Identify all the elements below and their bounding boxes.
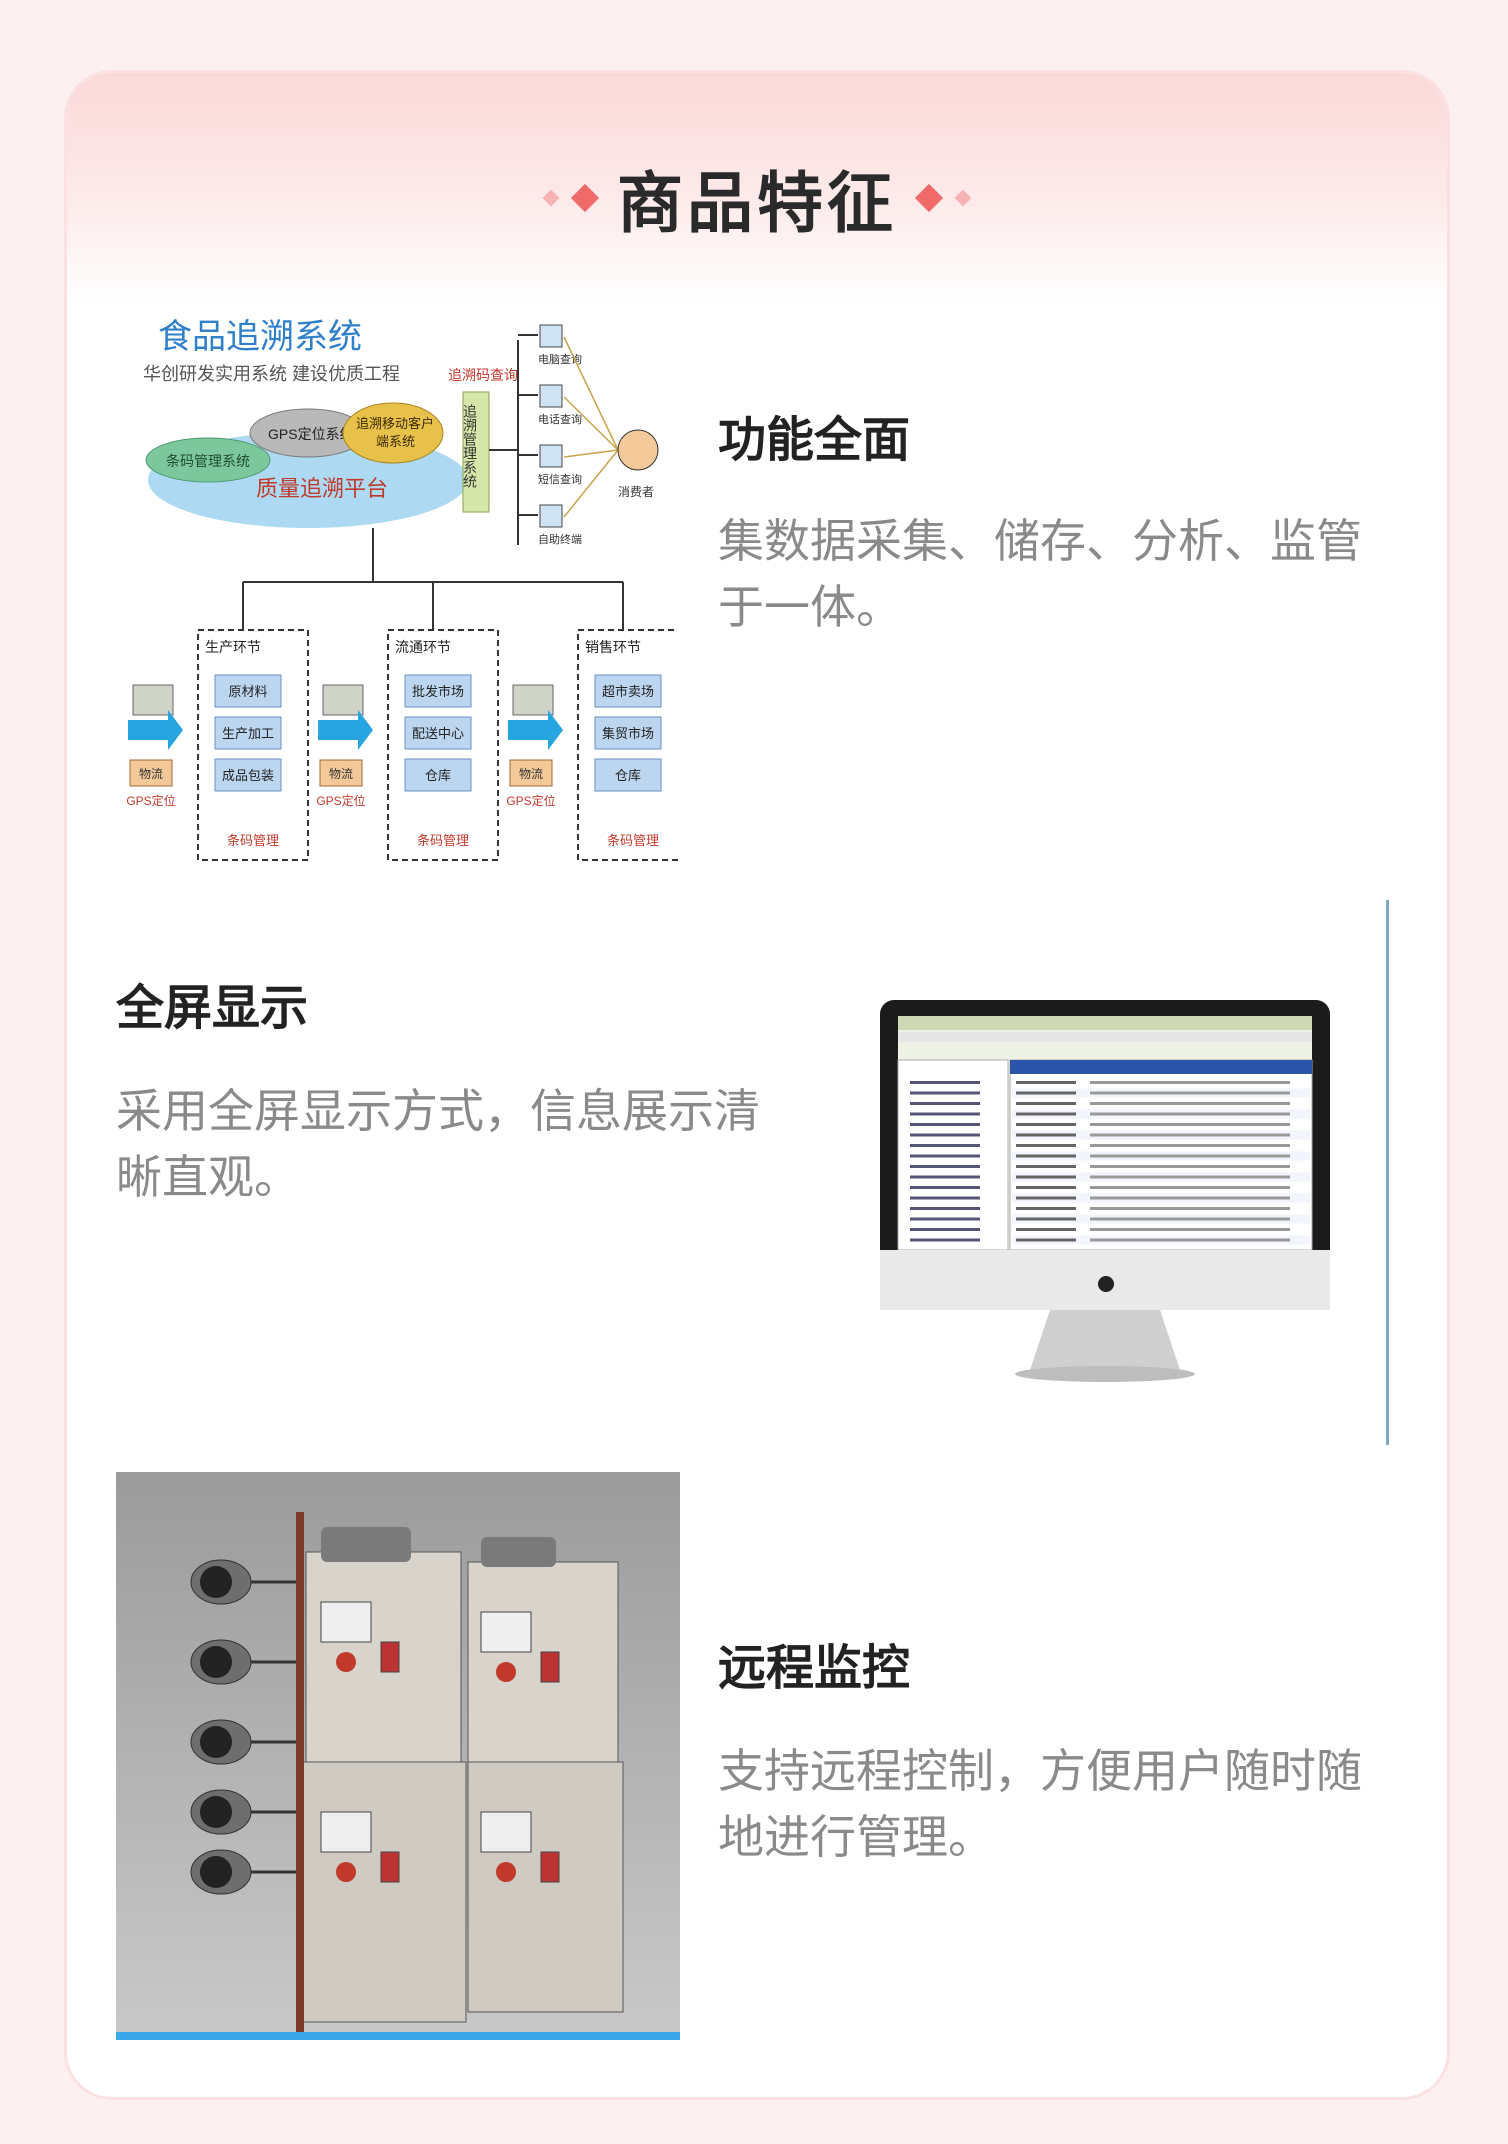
arrow-icon [128, 710, 183, 750]
stage-footer: 条码管理 [417, 833, 469, 848]
feature-title-2: 全屏显示 [116, 980, 309, 1036]
diagram-mobile-system-2: 端系统 [376, 434, 415, 449]
query-channel-label: 电话查询 [538, 412, 582, 426]
right-diamonds-decoration [914, 183, 972, 213]
feature-desc-3-line2: 地进行管理。 [718, 1810, 994, 1864]
feature-desc-1-line2: 于一体。 [718, 580, 902, 634]
diagram-platform: 质量追溯平台 [256, 476, 388, 501]
arrow-icon [508, 710, 563, 750]
truck-icon [512, 684, 554, 716]
stage-item-box [214, 716, 282, 750]
truck-icon [322, 684, 364, 716]
query-device-icon [539, 504, 563, 528]
stage-item-box [594, 758, 662, 792]
stage-item-box [594, 716, 662, 750]
stage-footer: 条码管理 [607, 833, 659, 848]
gps-label: GPS定位 [316, 793, 365, 808]
stage-item: 批发市场 [412, 684, 464, 699]
stage-footer: 条码管理 [227, 833, 279, 848]
diagram-trace-query: 追溯码查询 [448, 367, 518, 383]
stage-item: 生产加工 [222, 726, 274, 741]
logistics-box [129, 759, 173, 787]
card-header [67, 73, 1447, 303]
stage-name: 流通环节 [395, 639, 451, 655]
diagram-title: 食品追溯系统 [158, 318, 362, 356]
stage-name: 销售环节 [585, 639, 641, 655]
feature-title-3: 远程监控 [718, 1640, 911, 1696]
stage-item-box [404, 674, 472, 708]
feature-title-1: 功能全面 [718, 412, 911, 468]
query-device-icon [539, 444, 563, 468]
query-channel-label: 电脑查询 [538, 352, 582, 366]
diagram-management-system: 追溯管理系统 [462, 404, 478, 489]
truck-icon [132, 684, 174, 716]
query-device-icon [539, 324, 563, 348]
diagram-consumer: 消费者 [618, 485, 654, 499]
stage-name: 生产环节 [205, 639, 261, 655]
stage-item: 超市卖场 [602, 684, 654, 699]
logistics-box [509, 759, 553, 787]
arrow-icon [318, 710, 373, 750]
gps-label: GPS定位 [506, 793, 555, 808]
stage-item: 仓库 [425, 768, 451, 783]
query-channel-label: 短信查询 [538, 472, 582, 486]
electrical-cabinet-image [116, 1472, 680, 2040]
left-diamonds-decoration [542, 183, 600, 213]
feature-desc-2-line1: 采用全屏显示方式，信息展示清 [116, 1084, 760, 1138]
diagram-gps-system: GPS定位系统 [268, 426, 354, 442]
logistics-box [319, 759, 363, 787]
section-title: 商品特征 [617, 165, 897, 242]
logistics-label: 物流 [519, 767, 543, 781]
stage-item-box [214, 758, 282, 792]
traceability-diagram-image: 食品追溯系统 华创研发实用系统 建设优质工程 条码管理系统 GPS定位系统 追溯… [118, 300, 678, 870]
logistics-label: 物流 [329, 767, 353, 781]
stage-item: 集贸市场 [602, 726, 654, 741]
stage-item: 配送中心 [412, 726, 464, 741]
query-channel-label: 自助终端 [538, 532, 582, 546]
gps-label: GPS定位 [126, 793, 175, 808]
diagram-mobile-system-1: 追溯移动客户 [356, 416, 434, 431]
monitor-image [850, 900, 1390, 1450]
diagram-subtitle: 华创研发实用系统 建设优质工程 [143, 364, 400, 384]
feature-desc-3-line1: 支持远程控制，方便用户随时随 [718, 1744, 1362, 1798]
logistics-label: 物流 [139, 767, 163, 781]
stage-item: 原材料 [228, 684, 267, 699]
stage-item-box [404, 716, 472, 750]
stage-item: 成品包装 [222, 768, 274, 783]
stage-item: 仓库 [615, 768, 641, 783]
feature-desc-2-line2: 晰直观。 [116, 1150, 300, 1204]
query-device-icon [539, 384, 563, 408]
stage-item-box [404, 758, 472, 792]
image-edge-line [1386, 900, 1389, 1445]
title-row: 商品特征 [67, 143, 1447, 253]
diagram-barcode-system: 条码管理系统 [166, 453, 250, 469]
stage-item-box [594, 674, 662, 708]
feature-desc-1-line1: 集数据采集、储存、分析、监管 [718, 514, 1362, 568]
stage-item-box [214, 674, 282, 708]
